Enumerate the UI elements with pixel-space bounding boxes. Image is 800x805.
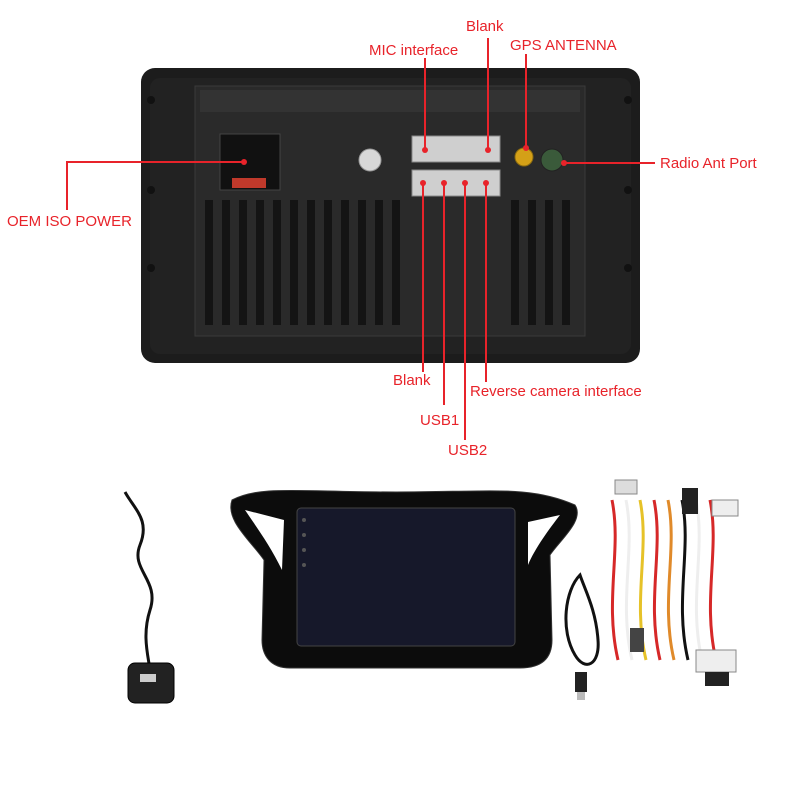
heatsink-fin [256,200,264,325]
mount-hole [147,186,155,194]
stereo-frame-with-screen [230,489,578,669]
gps-sma-connector [514,147,534,167]
callout-dot [241,159,247,165]
mount-hole [624,264,632,272]
callout-dot [422,147,428,153]
heatsink-fin [273,200,281,325]
usb-plug-tip [577,692,585,700]
heatsink-fin [307,200,315,325]
radio-antenna-jack [540,148,564,172]
mount-hole [624,96,632,104]
label-usb2: USB2 [448,442,488,459]
usb-cable [564,572,600,700]
harness-wire [624,499,634,661]
heatsink-fin [511,200,519,325]
wiring-harness [610,479,739,686]
harness-wire [610,499,620,661]
heatsink-fin [375,200,383,325]
label-usb1: USB1 [420,412,460,429]
gps-cable [123,491,154,671]
bezel-cutout-left [245,510,284,570]
harness-wire [694,499,704,661]
mount-hole [147,264,155,272]
harness-wire [652,499,662,661]
heatsink-fin [205,200,213,325]
usb-cable-loop [564,572,600,666]
harness-connector [711,499,739,517]
callout-dot [462,180,468,186]
heatsink-fin [392,200,400,325]
callout-dot [420,180,426,186]
touch-screen [296,507,516,647]
label-oem-iso-power: OEM ISO POWER [7,213,133,230]
callout-dot [483,180,489,186]
label-reverse-camera: Reverse camera interface [470,383,642,400]
label-blank-bottom: Blank [393,372,431,389]
callout-dot [561,160,567,166]
callout-dot [523,145,529,151]
heatsink-fin [239,200,247,325]
heatsink-fin [290,200,298,325]
heatsink-fin [528,200,536,325]
heatsink-fin [222,200,230,325]
iso-plug [695,649,737,673]
harness-wire [708,499,718,661]
callout-lines [66,38,655,440]
mount-hole [147,96,155,104]
screen-button [302,563,306,567]
harness-connector [614,479,638,495]
heatsink-fin [562,200,570,325]
label-mic-interface: MIC interface [369,42,459,59]
heatsink-fin [324,200,332,325]
iso-plug-black [705,672,729,686]
harness-wire [680,499,690,661]
bezel-cutout-right [528,515,560,565]
gps-puck-label [140,674,156,682]
antenna-adapter-plug [630,628,644,652]
usb-plug [575,672,587,692]
harness-connector [682,488,698,514]
heatsink-fin [358,200,366,325]
screen-button [302,548,306,552]
callout-dot [441,180,447,186]
screen-button [302,533,306,537]
rear-top-rail [200,90,580,112]
label-gps-antenna: GPS ANTENNA [510,37,617,54]
head-unit-back-panel [141,68,640,363]
fuse [232,178,266,188]
mount-hole [624,186,632,194]
screen-button [302,518,306,522]
heatsink-fins [205,200,570,325]
heatsink-fin [545,200,553,325]
gps-antenna-accessory [123,491,175,704]
callout-oem [66,161,244,210]
heatsink-fin [341,200,349,325]
label-blank-top: Blank [466,18,504,35]
callout-dots [241,145,567,186]
harness-wire [666,499,676,661]
warranty-sticker [358,148,382,172]
label-radio-ant-port: Radio Ant Port [660,155,757,172]
gps-puck [127,662,175,704]
callout-dot [485,147,491,153]
